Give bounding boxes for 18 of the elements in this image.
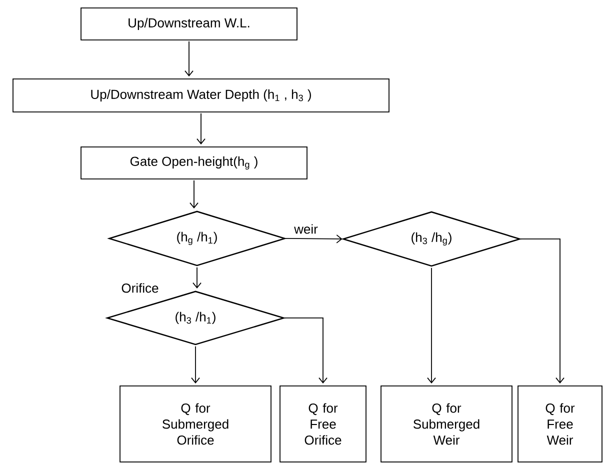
arrow (284, 318, 328, 384)
arrow (184, 40, 194, 77)
arrow (285, 234, 342, 244)
process-box: Q for Submerged Orifice (120, 386, 272, 462)
process-box: Q for Free Weir (518, 386, 602, 462)
arrow (192, 266, 202, 289)
process-box: Up/Downstream W.L. (80, 8, 298, 40)
process-box: Q for Submerged Weir (380, 386, 512, 462)
arrow (196, 112, 206, 145)
arrow (191, 346, 200, 384)
arrow (520, 238, 564, 384)
process-box: Gate Open-height(h$_{g}$ ) (80, 146, 308, 180)
process-box: Q for Free Orifice (280, 386, 366, 462)
process-box: Up/Downstream Water Depth (h$_{1}$ , h$_{3}$ ) (12, 78, 390, 112)
edge-label: Orifice (122, 283, 158, 293)
arrow (427, 267, 436, 384)
edge-label: weir (294, 224, 318, 234)
arrow (190, 180, 198, 209)
